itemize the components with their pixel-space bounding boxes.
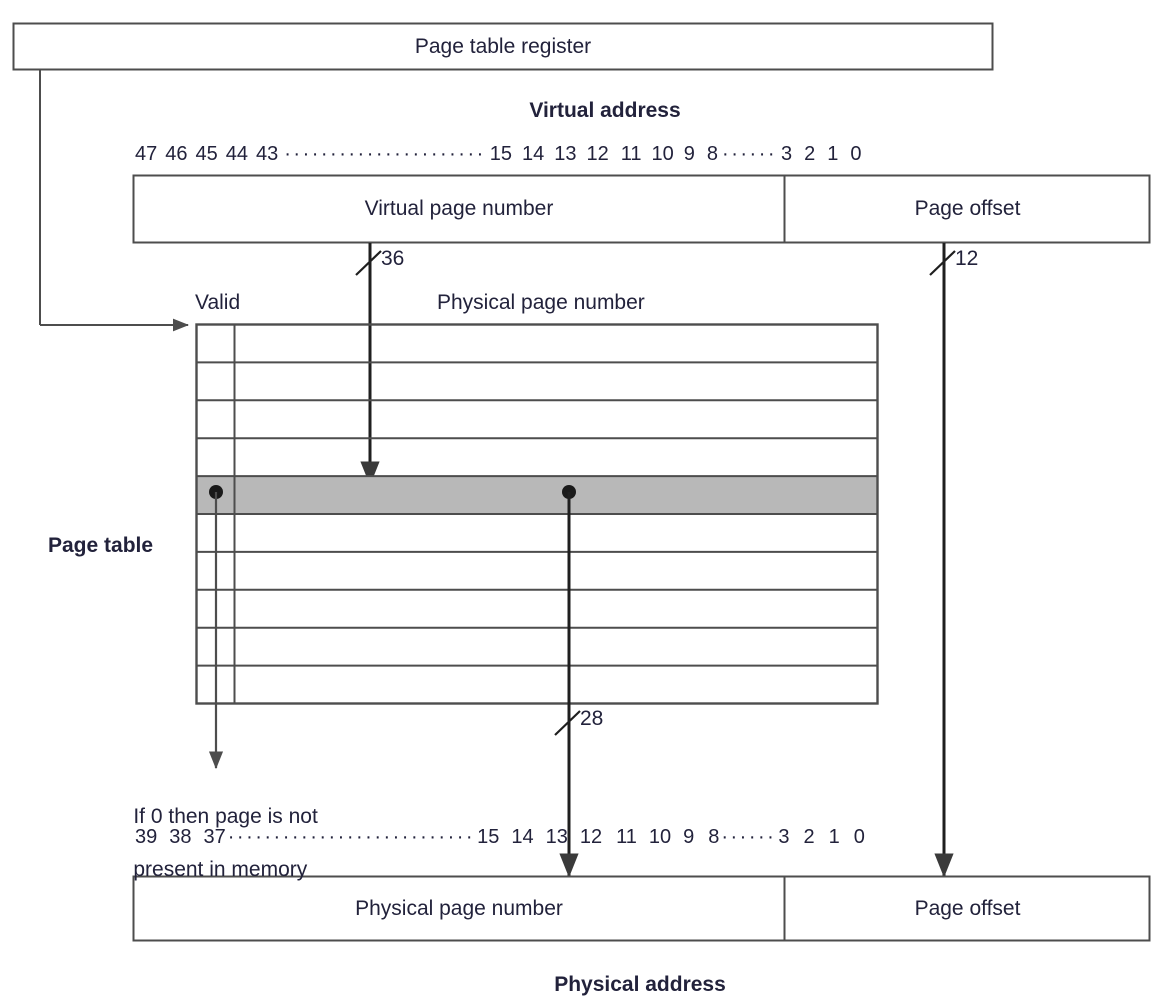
vaddr-ellipsis-low: ······ [722,143,778,165]
bus-width-28-label: 28 [580,707,604,730]
vaddr-bit-1: 1 [827,143,839,165]
vaddr-bit-46: 46 [165,143,188,165]
paddr-bit-11: 11 [616,826,637,848]
vpn-to-page-table-arrow [355,243,382,486]
paddr-bit-12: 12 [579,826,603,848]
bus-width-36-label: 36 [381,247,405,270]
valid-bit-note-line1: If 0 then page is not [133,805,318,829]
virtual-page-number-field: Virtual page number [134,176,784,242]
physical-address-bit-ruler: 39 38 37 ··························· 15 … [133,826,1151,849]
vaddr-bit-8: 8 [706,143,719,165]
bus-width-12-label: 12 [955,247,979,270]
physical-page-number-field: Physical page number [134,877,784,940]
valid-bit-tap [208,485,224,770]
vaddr-bit-43: 43 [256,143,279,165]
page-table-grid [195,323,879,705]
page-table-register-text: Page table register [414,34,592,58]
paddr-bit-9: 9 [683,826,695,848]
vaddr-bit-47: 47 [135,143,158,165]
paddr-ellipsis-low: ······ [721,826,777,848]
vaddr-ellipsis-high: ······················ [284,143,486,165]
ppn-output-tap [554,485,581,878]
vaddr-bit-11: 11 [620,143,642,165]
vaddr-bit-10: 10 [651,143,674,165]
paddr-bit-37: 37 [203,826,226,848]
page-table-highlighted-row [197,476,877,514]
virtual-page-offset-label: Page offset [914,197,1021,220]
paddr-bit-38: 38 [169,826,192,848]
valid-bit-note: If 0 then page is not present in memory [110,778,410,909]
paddr-bit-1: 1 [828,826,840,848]
physical-page-number-label: Physical page number [355,896,563,920]
page-table-label: Page table [48,534,154,557]
vaddr-bit-44: 44 [225,143,248,165]
virtual-page-offset-field: Page offset [786,176,1149,242]
vaddr-bit-0: 0 [850,143,862,165]
vaddr-bit-9: 9 [683,143,695,165]
vaddr-bit-3: 3 [781,143,793,165]
paddr-bit-10: 10 [648,826,672,848]
physical-page-offset-field: Page offset [786,877,1149,940]
page-table-register-label: Page table register [13,23,993,70]
paddr-bit-8: 8 [708,826,720,848]
physical-page-number-column-label: Physical page number [437,291,645,314]
vaddr-bit-2: 2 [804,143,816,165]
valid-column-label: Valid [195,291,241,314]
paddr-bit-0: 0 [853,826,865,848]
paddr-bit-13: 13 [545,826,568,848]
page-offset-passthrough-arrow [929,243,956,878]
paddr-bit-15: 15 [477,826,500,848]
paddr-bit-3: 3 [778,826,790,848]
vaddr-bit-15: 15 [489,143,513,165]
virtual-page-number-label: Virtual page number [364,197,554,220]
physical-page-offset-label: Page offset [914,896,1021,920]
paddr-bit-14: 14 [511,826,534,848]
virtual-address-bit-ruler: 47 46 45 44 43 ······················ 15… [133,143,1151,166]
paddr-ellipsis-high: ··························· [227,826,476,848]
vaddr-bit-14: 14 [522,143,545,165]
vaddr-bit-12: 12 [586,143,609,165]
paddr-bit-2: 2 [803,826,815,848]
vaddr-bit-13: 13 [554,143,577,165]
paddr-bit-39: 39 [135,826,158,848]
physical-address-title: Physical address [554,973,726,996]
vaddr-bit-45: 45 [195,143,218,165]
valid-bit-note-line2: present in memory [133,857,308,881]
virtual-address-title: Virtual address [529,99,681,122]
